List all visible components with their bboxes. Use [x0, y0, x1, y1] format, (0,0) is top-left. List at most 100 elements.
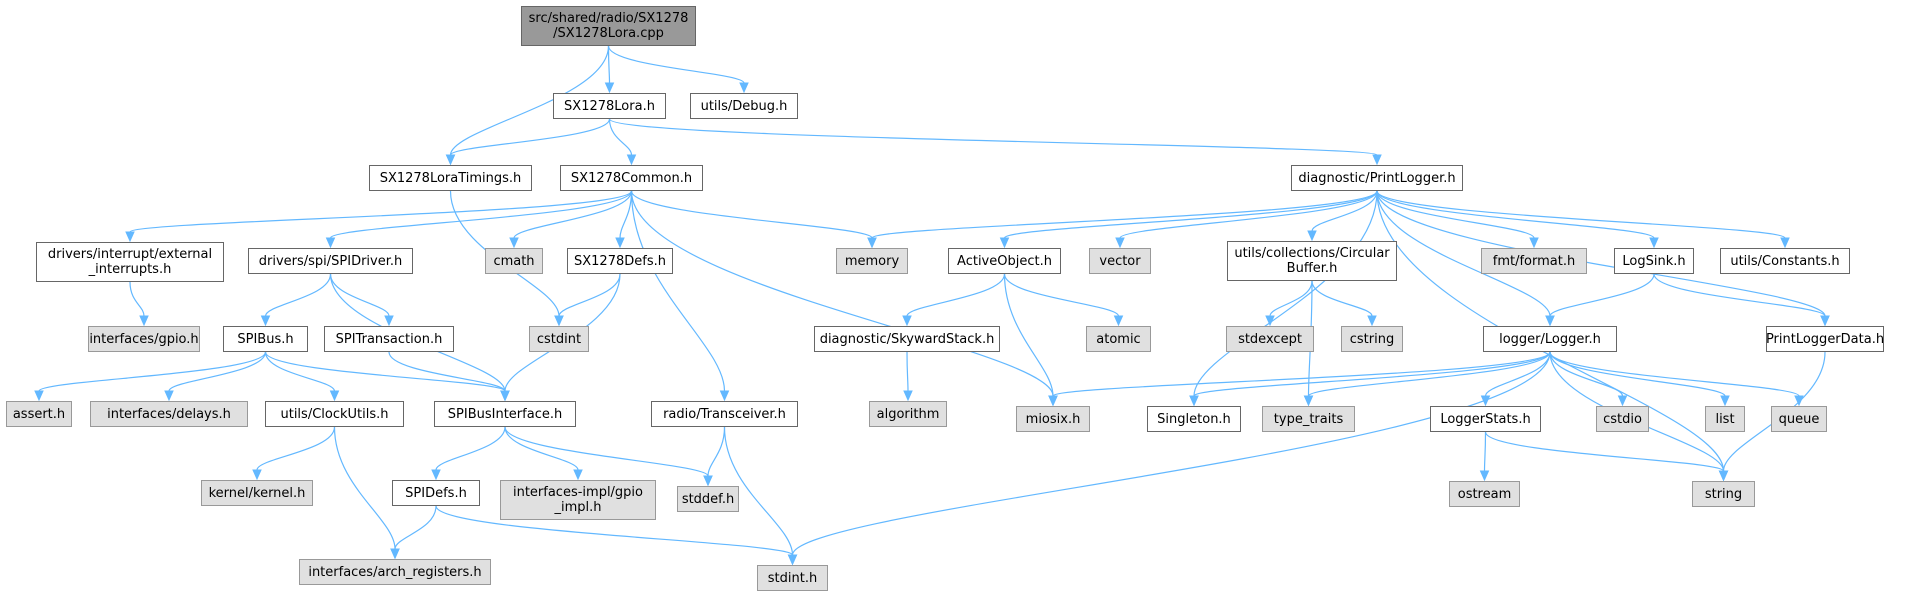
edge-common-to-miosix [630, 190, 1054, 397]
edge-printlogger-to-constants [1376, 190, 1786, 239]
node-stdexcept: stdexcept [1226, 326, 1314, 352]
node-ext-int[interactable]: drivers/interrupt/external _interrupts.h [36, 242, 224, 282]
edge-printlogger-to-vector [1119, 190, 1378, 239]
edge-arrowhead [1820, 315, 1830, 327]
edge-root-to-sx1278lora_h [607, 45, 611, 84]
edge-arrowhead [325, 237, 336, 249]
edge-arrowhead [1189, 395, 1199, 407]
edge-logger-to-cstdio [1549, 351, 1624, 397]
edge-arrowhead [554, 315, 564, 327]
node-typetraits: type_traits [1262, 406, 1355, 432]
node-queue: queue [1771, 406, 1827, 432]
edge-arrowhead [1649, 237, 1659, 249]
node-utils-debug[interactable]: utils/Debug.h [690, 93, 798, 119]
edge-arrowhead [431, 469, 441, 481]
node-gpio: interfaces/gpio.h [88, 326, 200, 352]
node-assert: assert.h [6, 401, 72, 427]
node-cstring: cstring [1341, 326, 1403, 352]
edge-spidefs-to-archreg [394, 505, 437, 550]
node-sx1278lora-h[interactable]: SX1278Lora.h [553, 93, 666, 119]
node-spidriver[interactable]: drivers/spi/SPIDriver.h [248, 248, 413, 274]
node-miosix: miosix.h [1016, 406, 1090, 432]
edge-printlogger-to-memory [871, 190, 1378, 239]
edge-circbuf-to-cstring [1311, 280, 1373, 317]
edge-arrowhead [329, 390, 340, 402]
edge-arrowhead [445, 154, 456, 166]
edge-arrowhead [125, 231, 135, 243]
node-memory: memory [836, 248, 908, 274]
node-loggerstats[interactable]: LoggerStats.h [1430, 406, 1541, 432]
node-activeobject[interactable]: ActiveObject.h [948, 248, 1061, 274]
edge-common-to-spidriver [329, 190, 633, 239]
edge-arrowhead [1048, 395, 1058, 407]
edge-printlogger-to-pldata [1376, 190, 1826, 317]
edge-spibusif-to-stddef [504, 426, 709, 477]
node-list: list [1705, 406, 1745, 432]
edge-logsink-to-pldata [1653, 273, 1826, 317]
edge-spibusif-to-spidefs [435, 426, 506, 471]
edge-arrowhead [573, 469, 583, 481]
edge-spibus-to-spibusif [264, 351, 506, 392]
node-clockutils[interactable]: utils/ClockUtils.h [265, 401, 404, 427]
edge-arrowhead [1307, 230, 1317, 242]
edge-logger-to-typetraits [1307, 351, 1551, 397]
edge-defs-to-cstdint [558, 273, 621, 317]
edge-arrowhead [626, 154, 637, 166]
edge-arrowhead [1265, 315, 1275, 327]
edge-arrowhead [1303, 395, 1314, 407]
edge-logsink-to-logger [1549, 273, 1655, 317]
node-constants[interactable]: utils/Constants.h [1720, 248, 1850, 274]
node-cstdint: cstdint [529, 326, 589, 352]
edge-spitrans-to-spibusif [388, 351, 506, 392]
node-defs[interactable]: SX1278Defs.h [567, 248, 673, 274]
node-transceiver[interactable]: radio/Transceiver.h [651, 401, 798, 427]
edge-activeobject-to-skyward [906, 273, 1006, 317]
node-spibus[interactable]: SPIBus.h [223, 326, 308, 352]
edge-transceiver-to-stddef [707, 426, 726, 477]
edge-arrowhead [1545, 315, 1555, 327]
node-logsink[interactable]: LogSink.h [1614, 248, 1694, 274]
node-atomic: atomic [1086, 326, 1151, 352]
edge-arrowhead [867, 237, 877, 249]
node-singleton[interactable]: Singleton.h [1147, 406, 1241, 432]
edge-spidriver-to-spitrans [329, 273, 390, 317]
edge-arrowhead [260, 315, 271, 327]
node-string: string [1692, 481, 1755, 507]
edge-arrowhead [739, 82, 749, 94]
edge-arrowhead [1367, 315, 1377, 327]
node-root: src/shared/radio/SX1278 /SX1278Lora.cpp [521, 6, 696, 46]
edge-arrowhead [903, 390, 913, 402]
edge-sx1278lora_h-to-common [608, 118, 633, 156]
edge-printlogger-to-logger [1376, 190, 1551, 317]
edge-arrowhead [509, 237, 519, 249]
node-stddef: stddef.h [677, 486, 739, 512]
node-logger[interactable]: logger/Logger.h [1483, 326, 1617, 352]
edge-arrowhead [703, 475, 713, 487]
node-spitrans[interactable]: SPITransaction.h [324, 326, 454, 352]
node-gpioimpl: interfaces-impl/gpio _impl.h [500, 480, 656, 520]
node-loratimings[interactable]: SX1278LoraTimings.h [369, 165, 532, 191]
edge-common-to-transceiver [630, 190, 726, 392]
edge-activeobject-to-miosix [1003, 273, 1054, 397]
node-spibusif[interactable]: SPIBusInterface.h [434, 401, 576, 427]
node-spidefs[interactable]: SPIDefs.h [392, 480, 480, 506]
edge-spidefs-to-stdint [435, 505, 794, 556]
node-printlogger[interactable]: diagnostic/PrintLogger.h [1291, 165, 1463, 191]
edge-arrowhead [139, 315, 149, 327]
edge-logger-to-miosix [1052, 351, 1551, 397]
node-pldata[interactable]: PrintLoggerData.h [1766, 326, 1884, 352]
edge-ext_int-to-gpio [129, 281, 145, 317]
edge-arrowhead [999, 237, 1010, 249]
edge-skyward-to-algorithm [906, 351, 909, 392]
edge-activeobject-to-atomic [1003, 273, 1120, 317]
node-fmt: fmt/format.h [1481, 248, 1587, 274]
node-common[interactable]: SX1278Common.h [560, 165, 703, 191]
edge-root-to-loratimings [449, 45, 610, 156]
edge-printlogger-to-circbuf [1311, 190, 1378, 232]
node-skyward[interactable]: diagnostic/SkywardStack.h [814, 326, 1000, 352]
node-circbuf[interactable]: utils/collections/Circular Buffer.h [1227, 241, 1397, 281]
node-stdint: stdint.h [757, 565, 828, 591]
edge-common-to-cmath [513, 190, 633, 239]
